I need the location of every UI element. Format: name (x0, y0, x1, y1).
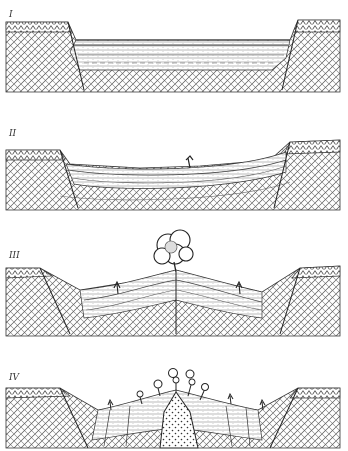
panel-4-label: IV (8, 373, 21, 383)
crust-layer-right (293, 20, 340, 32)
panel-1-label: I (8, 10, 13, 20)
panel-2-label: II (8, 129, 17, 139)
panel-4: IV (6, 369, 340, 449)
crust-layer-right (284, 140, 340, 154)
eruption-cloud (154, 230, 193, 272)
side-vent-far-right (228, 394, 233, 404)
crust-layer-left (6, 150, 65, 160)
panel-3-label: III (8, 251, 20, 261)
crust-layer-left (6, 22, 72, 32)
panel-1: I (6, 10, 340, 92)
crust-layer-left (6, 268, 52, 278)
panel-3: III (6, 230, 340, 336)
panel-2: II (6, 129, 340, 210)
